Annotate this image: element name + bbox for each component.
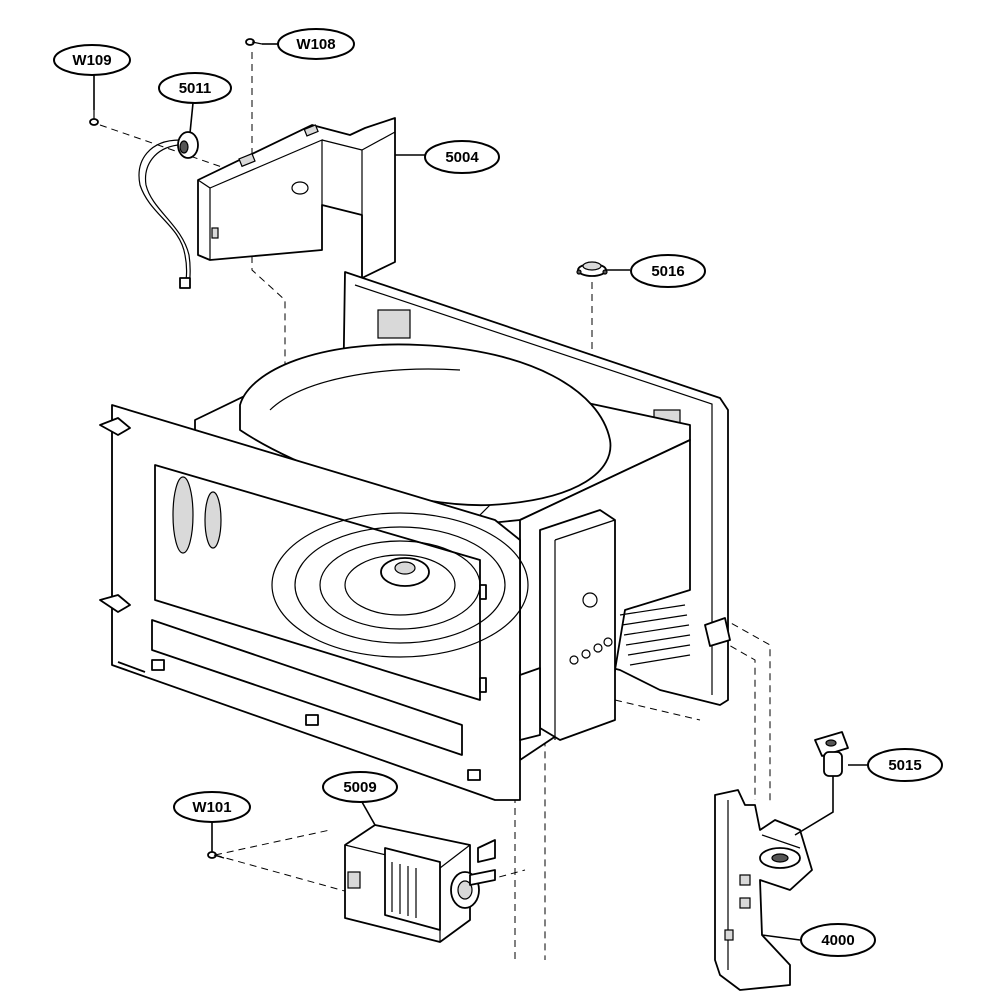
callout-w109: W109 (53, 44, 131, 110)
callout-5015: 5015 (794, 748, 943, 836)
callout-w109-label: W109 (72, 52, 111, 69)
callout-5004: 5004 (395, 140, 500, 174)
callout-w108-label: W108 (296, 36, 335, 53)
callout-4000-label: 4000 (821, 932, 854, 949)
callout-5015-label: 5015 (888, 757, 921, 774)
callout-4000: 4000 (761, 923, 876, 957)
callout-5016-label: 5016 (651, 263, 684, 280)
oven-cavity-assembly (99, 271, 731, 801)
callout-5011-label: 5011 (179, 80, 212, 97)
part-5011-sensor (138, 131, 199, 289)
callout-5016: 5016 (606, 254, 706, 288)
callout-5009: 5009 (322, 771, 398, 826)
part-5004-bracket (197, 117, 396, 279)
callout-w101-label: W101 (192, 799, 231, 816)
screw-w101 (207, 851, 225, 859)
screw-w109 (89, 110, 99, 126)
callout-w108: W108 (262, 28, 355, 60)
part-4000-switch-bracket (714, 789, 813, 991)
part-5009-magnetron (344, 824, 496, 943)
part-5016-thermostat (576, 261, 608, 277)
screw-w108 (245, 38, 263, 46)
callout-5004-label: 5004 (445, 149, 479, 166)
callout-w101: W101 (173, 791, 251, 852)
callout-5009-label: 5009 (343, 779, 376, 796)
callout-5011: 5011 (158, 72, 232, 134)
part-5015-fuse (814, 731, 849, 777)
